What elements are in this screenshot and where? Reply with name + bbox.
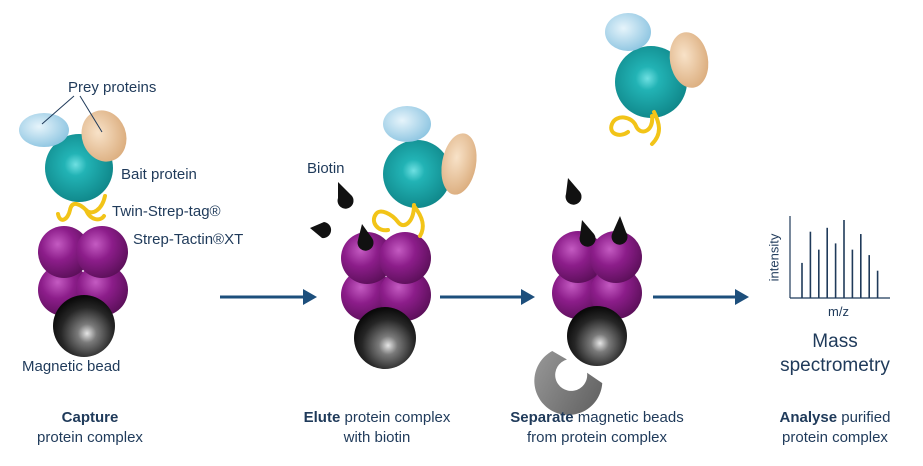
step-analyse-caption: Analyse purified protein complex [779, 409, 891, 446]
twin-strep-tag-label: Twin-Strep-tag® [112, 203, 221, 220]
bait-protein [615, 46, 687, 118]
strep-tactin-bead-sphere [590, 231, 642, 283]
step-elute-bold: Elute [303, 409, 341, 426]
twin-strep-tag [371, 203, 416, 233]
elute-complex [310, 106, 477, 369]
step-separate-line2: from protein complex [526, 429, 668, 446]
bait-protein [383, 140, 451, 208]
prey-protein-blue [19, 113, 69, 147]
arrow-2 [440, 289, 535, 305]
bait-protein-label: Bait protein [121, 166, 197, 183]
biotin-molecule [611, 216, 628, 245]
step-elute-caption: Elute protein complex with biotin [303, 409, 451, 446]
step-separate-caption: Separate magnetic beads from protein com… [510, 409, 684, 446]
prey-protein-blue [605, 13, 651, 51]
separate-beads [534, 178, 642, 415]
biotin-molecule [565, 178, 582, 205]
magnetic-bead [53, 295, 115, 357]
biotin-molecule [357, 224, 374, 251]
magnetic-bead [354, 307, 416, 369]
strep-tactin-bead-sphere [38, 226, 90, 278]
mass-spec-x-label: m/z [828, 304, 849, 319]
strep-tactin-bead-sphere [341, 232, 393, 284]
step-analyse-bold: Analyse [779, 409, 838, 426]
prey-pointer-line [41, 95, 75, 125]
twin-strep-tag [609, 114, 655, 137]
prey-protein-blue [383, 106, 431, 142]
prey-protein-tan [441, 133, 477, 195]
biotin-molecule [337, 182, 354, 209]
magnetic-bead [567, 306, 627, 366]
prey-proteins-label: Prey proteins [68, 79, 157, 96]
arrow-1 [220, 289, 317, 305]
mass-spectrometry-title: Mass spectrometry [780, 331, 890, 376]
strep-tactin-bead-sphere [590, 267, 642, 319]
prey-protein-tan [81, 110, 127, 162]
step-capture-caption: Capture protein complex [0, 408, 180, 448]
arrow-3 [653, 289, 749, 305]
capture-complex [19, 95, 128, 357]
mass-spectrum-plot [789, 216, 890, 299]
strep-tactin-bead-sphere [552, 267, 604, 319]
biotin-molecule [310, 222, 332, 239]
prey-protein-tan [669, 32, 709, 88]
released-complex [605, 13, 709, 146]
step-capture-bold: Capture [61, 409, 119, 426]
biotin-label: Biotin [307, 160, 345, 177]
magnet-icon [534, 351, 603, 415]
twin-strep-tag [56, 194, 107, 222]
prey-pointer-line [79, 95, 103, 133]
strep-tactin-bead-sphere [76, 226, 128, 278]
step-analyse-line2: protein complex [782, 429, 888, 446]
strep-tactin-label: Strep-Tactin®XT [133, 231, 244, 248]
biotin-molecule [579, 220, 596, 247]
step-elute-line2: with biotin [343, 429, 411, 446]
mass-spec-y-label: intensity [766, 233, 782, 282]
step-separate-bold: Separate [510, 409, 574, 426]
step-capture-line2: protein complex [37, 429, 143, 446]
strep-tactin-bead-sphere [379, 232, 431, 284]
magnetic-bead-label: Magnetic bead [22, 358, 121, 375]
